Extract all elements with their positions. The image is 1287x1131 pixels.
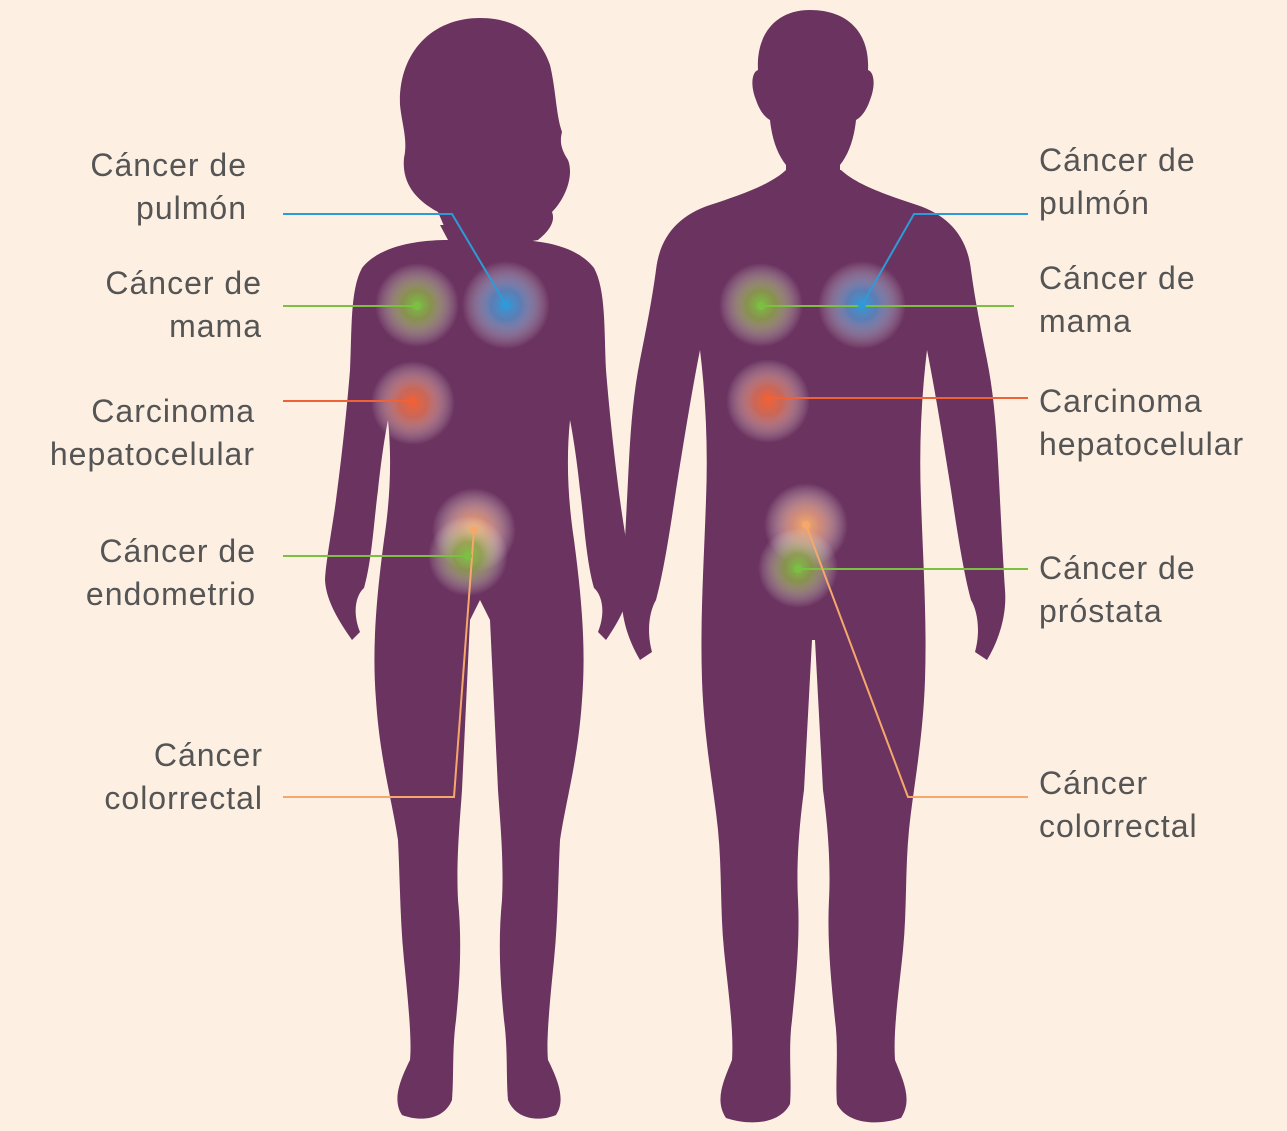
male-prostate-label-line2: próstata (1039, 590, 1196, 633)
male-prostate-label: Cáncer de próstata (1039, 547, 1196, 633)
female-breast-dot (413, 302, 421, 310)
male-colorectal-dot (802, 521, 810, 529)
male-breast-label: Cáncer de mama (1039, 257, 1196, 343)
female-breast-label: Cáncer de mama (105, 262, 262, 348)
male-liver-label: Carcinoma hepatocelular (1039, 380, 1244, 466)
male-breast-label-line1: Cáncer de (1039, 257, 1196, 300)
female-colorectal-label-line1: Cáncer (104, 734, 263, 777)
female-liver-dot (409, 397, 417, 405)
male-prostate-dot (794, 565, 802, 573)
female-endometrial-label-line2: endometrio (86, 573, 256, 616)
female-breast-label-line1: Cáncer de (105, 262, 262, 305)
female-colorectal-label-line2: colorrectal (104, 777, 263, 820)
male-lung-label-line2: pulmón (1039, 182, 1196, 225)
male-liver-label-line2: hepatocelular (1039, 423, 1244, 466)
male-head (752, 10, 873, 185)
female-lung-label: Cáncer de pulmón (90, 144, 247, 230)
female-endometrial-label-line1: Cáncer de (86, 530, 256, 573)
female-liver-label-line2: hepatocelular (50, 433, 255, 476)
female-colorectal-dot (470, 526, 478, 534)
male-prostate-label-line1: Cáncer de (1039, 547, 1196, 590)
male-lung-label-line1: Cáncer de (1039, 139, 1196, 182)
female-liver-label-line1: Carcinoma (50, 390, 255, 433)
male-lung-dot (858, 301, 866, 309)
male-liver-label-line1: Carcinoma (1039, 380, 1244, 423)
female-lung-label-line1: Cáncer de (90, 144, 247, 187)
female-endometrial-label: Cáncer de endometrio (86, 530, 256, 616)
male-liver-dot (764, 394, 772, 402)
female-lung-label-line2: pulmón (90, 187, 247, 230)
male-lung-label: Cáncer de pulmón (1039, 139, 1196, 225)
male-colorectal-label-line2: colorrectal (1039, 805, 1198, 848)
female-breast-label-line2: mama (105, 305, 262, 348)
female-lung-dot (502, 301, 510, 309)
male-colorectal-label: Cáncer colorrectal (1039, 762, 1198, 848)
male-colorectal-label-line1: Cáncer (1039, 762, 1198, 805)
male-breast-label-line2: mama (1039, 300, 1196, 343)
female-endometrial-dot (464, 552, 472, 560)
male-breast-dot (757, 302, 765, 310)
female-torso (325, 225, 631, 1119)
female-colorectal-label: Cáncer colorrectal (104, 734, 263, 820)
male-body (622, 170, 1006, 1122)
female-liver-label: Carcinoma hepatocelular (50, 390, 255, 476)
